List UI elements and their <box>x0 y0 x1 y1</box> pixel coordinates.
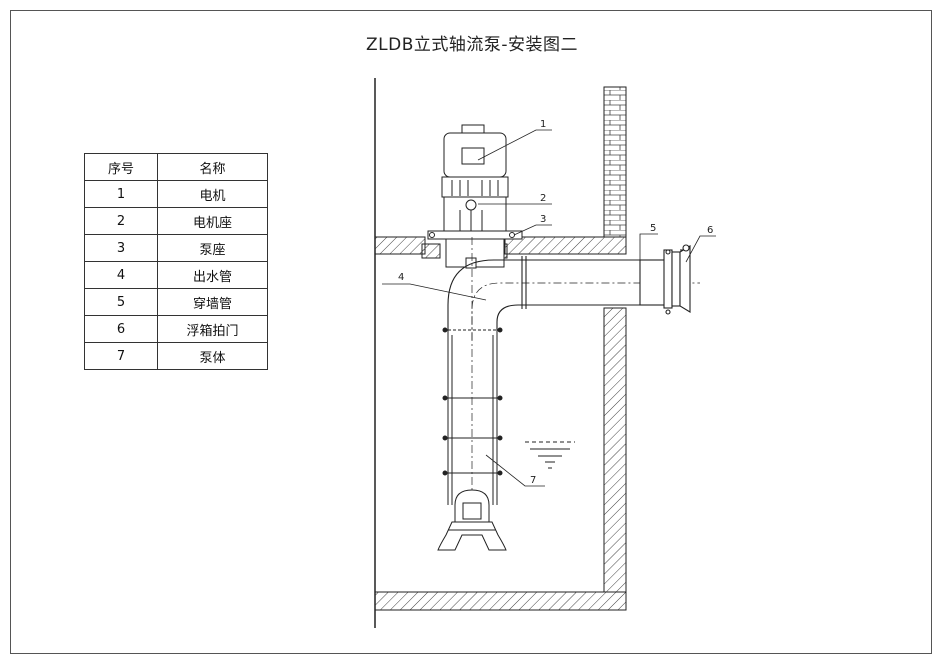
pump-seat <box>427 230 523 269</box>
row-no: 1 <box>84 180 158 208</box>
callout-labels: 1 2 3 4 5 6 7 <box>398 119 713 486</box>
callout-7: 7 <box>530 475 536 486</box>
table-row: 1 电机 <box>84 180 268 208</box>
pit-structure <box>374 78 627 628</box>
table-row: 4 出水管 <box>84 261 268 289</box>
motor <box>441 124 509 198</box>
row-name: 穿墙管 <box>157 288 268 316</box>
drawing-frame <box>10 10 932 654</box>
row-no: 7 <box>84 342 158 370</box>
table-row: 5 穿墙管 <box>84 288 268 316</box>
header-no: 序号 <box>84 153 158 181</box>
parts-table: 序号 名称 1 电机 2 电机座 3 泵座 4 出水管 5 穿墙管 6 浮箱拍门… <box>84 153 268 370</box>
row-name: 电机 <box>157 180 268 208</box>
callout-6: 6 <box>707 225 713 236</box>
callout-1: 1 <box>540 119 546 130</box>
callout-5: 5 <box>650 223 656 234</box>
pump-body <box>437 237 507 551</box>
table-row: 7 泵体 <box>84 342 268 370</box>
water-level <box>525 441 575 469</box>
row-name: 电机座 <box>157 207 268 235</box>
flap-valve <box>671 244 691 313</box>
callout-3: 3 <box>540 214 546 225</box>
callout-2: 2 <box>540 193 546 204</box>
table-row: 2 电机座 <box>84 207 268 235</box>
callout-4: 4 <box>398 272 404 283</box>
row-name: 泵体 <box>157 342 268 370</box>
outlet-pipe <box>447 256 700 340</box>
wall-pipe <box>639 249 673 315</box>
row-name: 出水管 <box>157 261 268 289</box>
leader-lines <box>382 129 716 487</box>
drawing-title: ZLDB立式轴流泵-安装图二 <box>365 35 578 55</box>
